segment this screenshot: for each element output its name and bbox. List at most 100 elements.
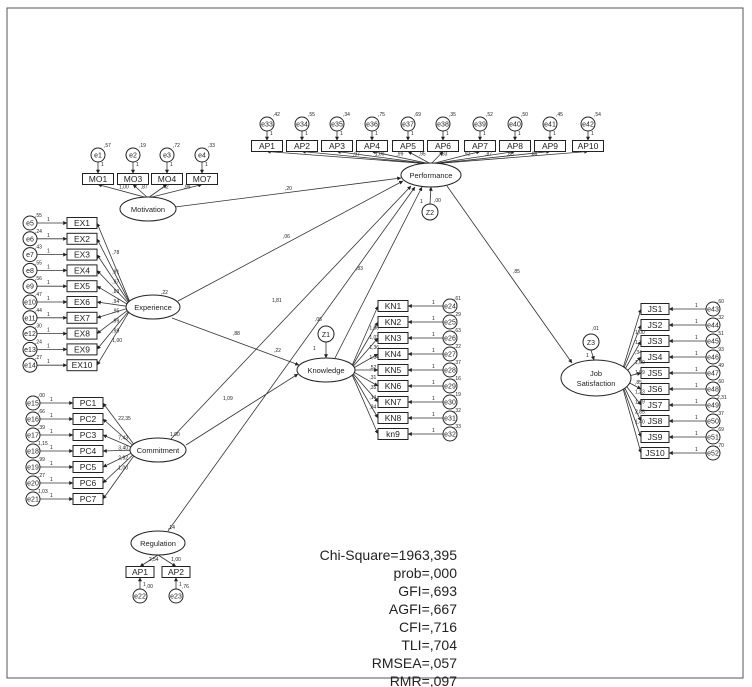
error-label: e3 — [163, 153, 171, 160]
error-weight-label: 1 — [47, 280, 50, 286]
r2-label: ,51 — [717, 331, 724, 337]
error-weight-label: 1 — [305, 131, 308, 137]
structural-coef-commitment-knowledge: 1,09 — [223, 396, 233, 402]
indicator-box — [640, 351, 670, 363]
error-weight-label: 1 — [695, 383, 698, 389]
error-circle — [25, 491, 41, 507]
error-label: e51 — [707, 435, 719, 442]
variance-job-satisfaction: ,01 — [592, 326, 599, 332]
loading-label: ,78 — [112, 250, 119, 256]
error-label: e48 — [707, 387, 719, 394]
loading-label: ,83 — [440, 151, 447, 157]
indicator-box — [72, 429, 104, 441]
error-label: e12 — [24, 331, 36, 338]
disturbance-circle-z3 — [582, 333, 600, 351]
structural-coef-regulation-performance: ,22 — [274, 348, 281, 354]
indicator-box — [66, 327, 98, 340]
r2-label: ,56 — [35, 276, 42, 282]
error-circle — [25, 459, 41, 475]
indicator-label: KN2 — [385, 317, 402, 327]
loading-label: ,99 — [112, 318, 119, 324]
r2-label: ,32 — [717, 315, 724, 321]
indicator-label: EX2 — [74, 234, 90, 244]
r2-label: ,49 — [717, 363, 724, 369]
indicator-label: JS1 — [648, 304, 663, 314]
error-circle — [542, 116, 558, 132]
disturbance-label-z3: Z3 — [587, 340, 595, 347]
disturbance-label-z1: Z1 — [322, 332, 330, 339]
loading-label: ,35 — [369, 385, 376, 391]
latent-commitment — [129, 437, 187, 463]
loading-label: ,85 — [635, 380, 642, 386]
r2-label: ,50 — [521, 112, 528, 118]
indicator-label: PC2 — [80, 414, 97, 424]
error-weight-label: 1 — [50, 397, 53, 403]
error-label: e28 — [444, 368, 456, 375]
r2-label: ,57 — [104, 143, 111, 149]
r2-label: ,19 — [139, 143, 146, 149]
variance-regulation: ,14 — [168, 525, 175, 531]
loading-path-performance-3 — [371, 150, 432, 165]
indicator-label: AP4 — [364, 141, 380, 151]
error-weight-label: 1 — [432, 412, 435, 418]
r2-label: 2,31 — [717, 395, 727, 401]
loading-path-commitment-5 — [102, 449, 139, 484]
r2-label: ,55 — [35, 260, 42, 266]
error-label: e37 — [402, 122, 414, 129]
loading-label: ,83 — [112, 289, 119, 295]
error-label: e43 — [707, 307, 719, 314]
r2-label: ,93 — [717, 347, 724, 353]
error-weight-label: 1 — [432, 396, 435, 402]
indicator-label: PC7 — [80, 494, 97, 504]
structural-coef-commitment-performance: 1,81 — [272, 298, 282, 304]
loading-label: 7,43 — [118, 436, 128, 442]
latent-label-experience: Experience — [134, 303, 172, 312]
loading-path-experience-9 — [96, 306, 133, 366]
indicator-label: KN3 — [385, 333, 402, 343]
indicator-label: AP1 — [259, 141, 275, 151]
loading-label: 1,03 — [369, 335, 379, 341]
loading-label: ,94 — [112, 299, 119, 305]
r2-label: ,63 — [454, 328, 461, 334]
r2-label: ,75 — [378, 112, 385, 118]
r2-label: ,54 — [594, 112, 601, 118]
error-circle — [22, 278, 38, 294]
indicator-label: EX10 — [72, 360, 93, 370]
r2-label: ,61 — [454, 296, 461, 302]
disturbance-weight-z1: 1 — [313, 346, 316, 352]
error-circle — [22, 247, 38, 263]
variance-experience: ,22 — [161, 290, 168, 296]
loading-label: ,87 — [485, 151, 492, 157]
latent-label-commitment: Commitment — [137, 446, 180, 455]
indicator-label: JS3 — [648, 336, 663, 346]
error-label: e41 — [544, 122, 556, 129]
loading-path-job_satisfaction-9 — [619, 377, 642, 454]
disturbance-path-z3 — [590, 349, 595, 361]
indicator-label: KN6 — [385, 381, 402, 391]
loading-path-performance-2 — [336, 150, 432, 165]
loading-label: 1,19 — [635, 400, 645, 406]
error-circle — [22, 262, 38, 278]
loading-label: ,95 — [419, 151, 426, 157]
fit-stat: Chi-Square=1963,395 — [320, 547, 458, 563]
error-circle — [22, 294, 38, 310]
loading-path-knowledge-7 — [349, 369, 379, 419]
loading-label: 1,00 — [112, 338, 122, 344]
error-label: e49 — [707, 403, 719, 410]
indicator-label: EX5 — [74, 281, 90, 291]
loading-path-motivation-3 — [147, 183, 203, 199]
indicator-label: AP8 — [507, 141, 523, 151]
indicator-box — [72, 461, 104, 473]
loading-label: ,99 — [112, 328, 119, 334]
error-label: e33 — [261, 122, 273, 129]
r2-label: ,33 — [208, 143, 215, 149]
error-weight-label: 1 — [47, 264, 50, 270]
indicator-label: AP1 — [132, 567, 148, 577]
error-weight-label: 1 — [432, 428, 435, 434]
disturbance-path-z2 — [428, 186, 433, 205]
error-circle — [329, 116, 345, 132]
error-circle — [435, 116, 451, 132]
indicator-box — [66, 343, 98, 356]
error-label: e40 — [509, 122, 521, 129]
